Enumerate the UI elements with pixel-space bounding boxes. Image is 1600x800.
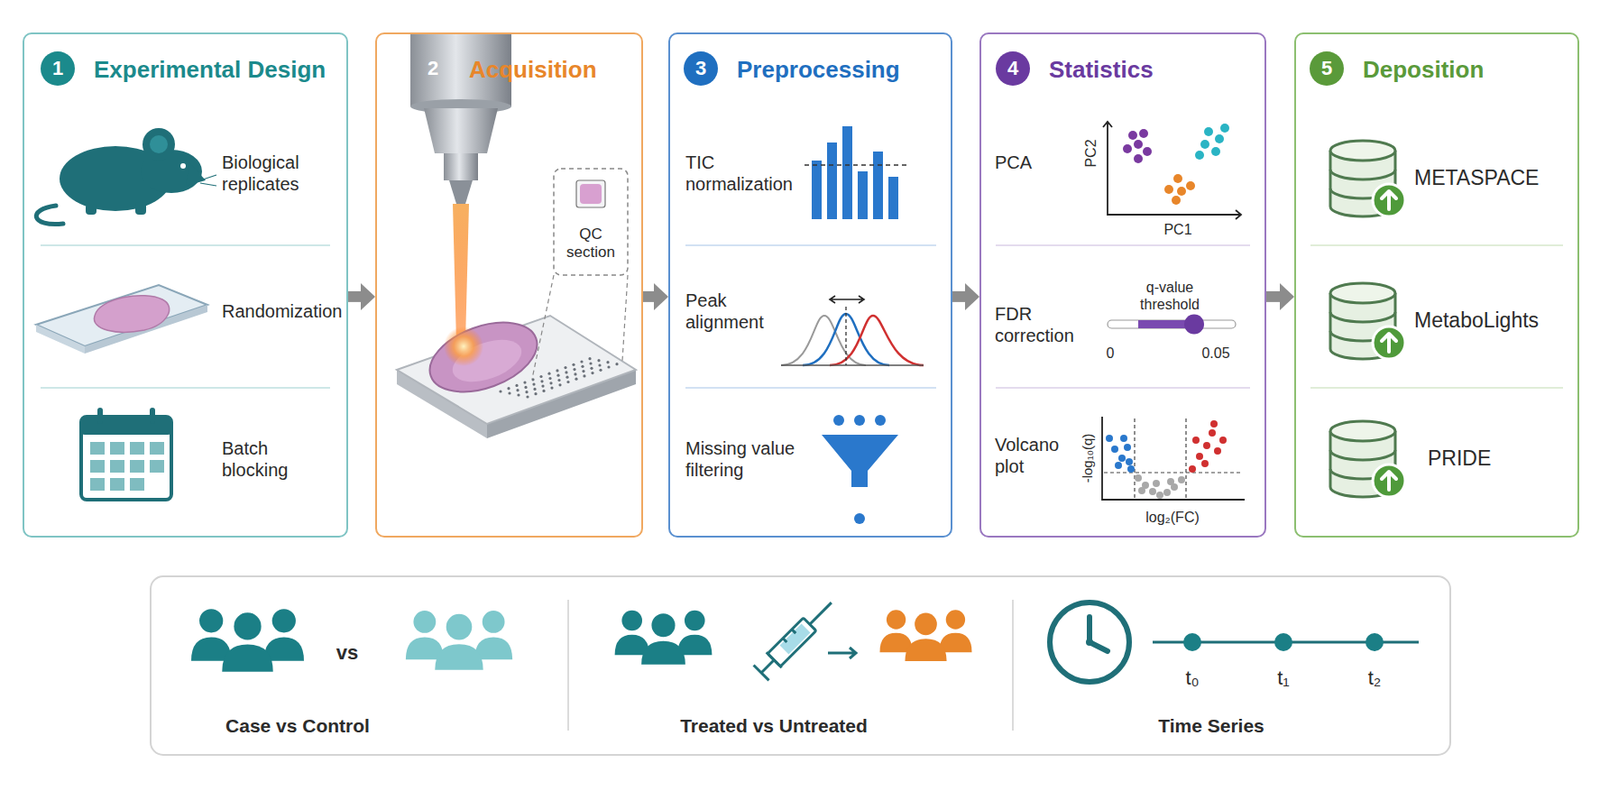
item-label: t₀ [1185, 666, 1199, 690]
stage-panel: Acquisition [375, 32, 644, 538]
flow-arrow [952, 283, 980, 311]
flow-arrow [1266, 283, 1295, 311]
item-label: Peak alignment [685, 289, 785, 333]
item-label: Biological replicates [221, 151, 340, 195]
stage-panel: Experimental Design [22, 32, 349, 538]
item-label: PC2 [1082, 138, 1100, 167]
item-label: PCA [994, 151, 1032, 174]
stage-heading: Acquisition [468, 55, 598, 84]
item-label: QC section [558, 225, 624, 263]
scenario-label: Case vs Control [225, 714, 370, 737]
item-label: METASPACE [1414, 165, 1539, 192]
item-label: MetaboLights [1414, 308, 1539, 334]
step-number: 2 [427, 56, 439, 81]
step-number: 5 [1321, 56, 1333, 81]
item-label: Missing value filtering [685, 437, 812, 481]
stage-heading: Preprocessing [736, 55, 901, 84]
item-label: PC1 [1163, 220, 1192, 239]
item-label: PRIDE [1427, 446, 1491, 472]
item-label: vs [336, 641, 359, 665]
flow-arrow [643, 283, 669, 311]
item-label: t₂ [1368, 666, 1382, 690]
item-label: FDR correction [994, 303, 1095, 347]
step-number: 3 [695, 56, 707, 81]
item-label: Randomization [221, 300, 342, 322]
item-label: 0.05 [1201, 344, 1230, 362]
item-label: 0 [1106, 344, 1115, 362]
item-label: t₁ [1277, 666, 1290, 690]
item-label: TIC normalization [685, 151, 808, 195]
stage-heading: Statistics [1048, 55, 1154, 84]
item-label: Volcano plot [994, 433, 1076, 478]
scenario-label: Treated vs Untreated [680, 714, 868, 737]
item-label: log₂(FC) [1145, 508, 1200, 526]
item-label: q-value threshold [1124, 278, 1215, 313]
step-number: 4 [1007, 56, 1019, 81]
design-panel: Case vs Control Treated vs Untreated Time … [150, 576, 1451, 755]
stage-heading: Experimental Design [93, 55, 326, 84]
flow-arrow [348, 283, 376, 311]
item-label: -log₁₀(q) [1079, 433, 1096, 484]
item-label: Batch blocking [221, 437, 322, 481]
scenario-label: Time Series [1158, 714, 1265, 737]
stage-heading: Deposition [1362, 55, 1484, 84]
step-number: 1 [52, 56, 64, 81]
